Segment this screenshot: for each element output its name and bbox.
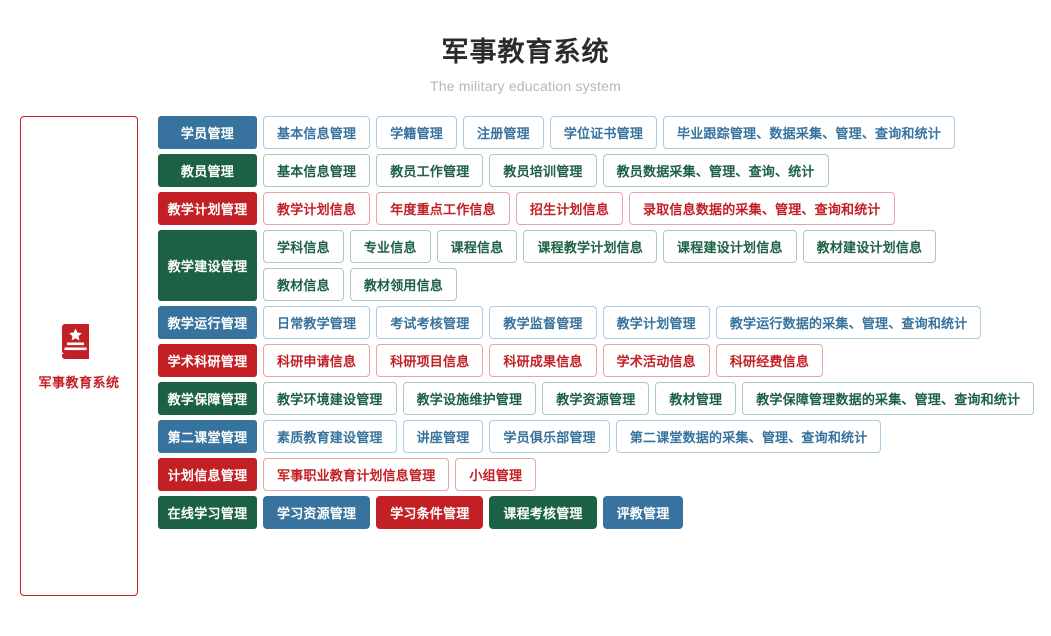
- item-line: 军事职业教育计划信息管理小组管理: [263, 458, 1037, 492]
- item-line: 学习资源管理学习条件管理课程考核管理评教管理: [263, 496, 1037, 530]
- item-button[interactable]: 教材信息: [263, 268, 344, 302]
- page-content: 军事教育系统 学员管理基本信息管理学籍管理注册管理学位证书管理毕业跟踪管理、数据…: [0, 94, 1051, 597]
- page-header: 军事教育系统 The military education system: [0, 0, 1051, 94]
- system-card-label: 军事教育系统: [38, 375, 120, 391]
- item-button[interactable]: 评教管理: [602, 496, 684, 530]
- item-line: 基本信息管理学籍管理注册管理学位证书管理毕业跟踪管理、数据采集、管理、查询和统计: [263, 116, 1037, 150]
- category-button[interactable]: 教学运行管理: [158, 306, 257, 340]
- item-button[interactable]: 教学资源管理: [542, 382, 650, 416]
- module-row: 第二课堂管理素质教育建设管理讲座管理学员俱乐部管理第二课堂数据的采集、管理、查询…: [158, 420, 1037, 454]
- item-button[interactable]: 教材领用信息: [349, 268, 458, 302]
- item-button[interactable]: 专业信息: [349, 230, 431, 264]
- item-button[interactable]: 小组管理: [455, 458, 537, 492]
- item-button[interactable]: 教材管理: [655, 382, 737, 416]
- item-button[interactable]: 录取信息数据的采集、管理、查询和统计: [629, 192, 895, 226]
- page-subtitle: The military education system: [430, 78, 621, 95]
- category-button[interactable]: 学术科研管理: [158, 344, 257, 378]
- item-group: 学习资源管理学习条件管理课程考核管理评教管理: [263, 496, 1037, 530]
- item-button[interactable]: 教学运行数据的采集、管理、查询和统计: [715, 306, 982, 340]
- module-row: 学术科研管理科研申请信息科研项目信息科研成果信息学术活动信息科研经费信息: [158, 344, 1037, 378]
- item-button[interactable]: 科研经费信息: [715, 344, 824, 378]
- item-button[interactable]: 课程教学计划信息: [523, 230, 658, 264]
- sidebar: 军事教育系统: [0, 116, 158, 597]
- item-group: 基本信息管理学籍管理注册管理学位证书管理毕业跟踪管理、数据采集、管理、查询和统计: [263, 116, 1037, 150]
- category-button[interactable]: 教员管理: [158, 154, 257, 188]
- item-button[interactable]: 日常教学管理: [263, 306, 371, 340]
- item-button[interactable]: 素质教育建设管理: [263, 420, 397, 454]
- item-button[interactable]: 学习资源管理: [263, 496, 371, 530]
- item-line: 教材信息教材领用信息: [263, 268, 1037, 302]
- item-line: 教学环境建设管理教学设施维护管理教学资源管理教材管理教学保障管理数据的采集、管理…: [263, 382, 1037, 416]
- category-button[interactable]: 教学保障管理: [158, 382, 257, 416]
- item-group: 军事职业教育计划信息管理小组管理: [263, 458, 1037, 492]
- item-button[interactable]: 第二课堂数据的采集、管理、查询和统计: [615, 420, 882, 454]
- module-row: 教学运行管理日常教学管理考试考核管理教学监督管理教学计划管理教学运行数据的采集、…: [158, 306, 1037, 340]
- item-button[interactable]: 科研项目信息: [376, 344, 484, 378]
- item-button[interactable]: 课程信息: [436, 230, 518, 264]
- item-button[interactable]: 教材建设计划信息: [802, 230, 937, 264]
- item-button[interactable]: 学员俱乐部管理: [489, 420, 610, 454]
- module-row: 教员管理基本信息管理教员工作管理教员培训管理教员数据采集、管理、查询、统计: [158, 154, 1037, 188]
- item-button[interactable]: 教员数据采集、管理、查询、统计: [602, 154, 829, 188]
- module-row: 教学建设管理学科信息专业信息课程信息课程教学计划信息课程建设计划信息教材建设计划…: [158, 230, 1037, 302]
- item-button[interactable]: 教学设施维护管理: [402, 382, 537, 416]
- item-button[interactable]: 教学保障管理数据的采集、管理、查询和统计: [742, 382, 1035, 416]
- module-row: 在线学习管理学习资源管理学习条件管理课程考核管理评教管理: [158, 496, 1037, 530]
- item-button[interactable]: 学习条件管理: [376, 496, 484, 530]
- item-line: 学科信息专业信息课程信息课程教学计划信息课程建设计划信息教材建设计划信息: [263, 230, 1037, 264]
- module-row: 教学保障管理教学环境建设管理教学设施维护管理教学资源管理教材管理教学保障管理数据…: [158, 382, 1037, 416]
- item-button[interactable]: 学术活动信息: [602, 344, 710, 378]
- item-button[interactable]: 基本信息管理: [263, 116, 371, 150]
- item-button[interactable]: 教员培训管理: [489, 154, 597, 188]
- item-line: 基本信息管理教员工作管理教员培训管理教员数据采集、管理、查询、统计: [263, 154, 1037, 188]
- item-group: 学科信息专业信息课程信息课程教学计划信息课程建设计划信息教材建设计划信息教材信息…: [263, 230, 1037, 302]
- item-group: 教学计划信息年度重点工作信息招生计划信息录取信息数据的采集、管理、查询和统计: [263, 192, 1037, 226]
- item-button[interactable]: 招生计划信息: [515, 192, 624, 226]
- category-button[interactable]: 教学计划管理: [158, 192, 257, 226]
- category-button[interactable]: 在线学习管理: [158, 496, 257, 530]
- item-button[interactable]: 年度重点工作信息: [376, 192, 510, 226]
- item-button[interactable]: 教学计划信息: [263, 192, 371, 226]
- item-button[interactable]: 教学计划管理: [602, 306, 710, 340]
- item-group: 科研申请信息科研项目信息科研成果信息学术活动信息科研经费信息: [263, 344, 1037, 378]
- module-row: 教学计划管理教学计划信息年度重点工作信息招生计划信息录取信息数据的采集、管理、查…: [158, 192, 1037, 226]
- item-button[interactable]: 教学环境建设管理: [263, 382, 397, 416]
- module-row: 计划信息管理军事职业教育计划信息管理小组管理: [158, 458, 1037, 492]
- item-button[interactable]: 军事职业教育计划信息管理: [263, 458, 450, 492]
- item-group: 日常教学管理考试考核管理教学监督管理教学计划管理教学运行数据的采集、管理、查询和…: [263, 306, 1037, 340]
- item-button[interactable]: 学籍管理: [376, 116, 458, 150]
- item-button[interactable]: 毕业跟踪管理、数据采集、管理、查询和统计: [663, 116, 956, 150]
- item-button[interactable]: 科研成果信息: [489, 344, 597, 378]
- item-button[interactable]: 考试考核管理: [376, 306, 484, 340]
- item-button[interactable]: 教学监督管理: [489, 306, 597, 340]
- category-button[interactable]: 计划信息管理: [158, 458, 257, 492]
- item-line: 日常教学管理考试考核管理教学监督管理教学计划管理教学运行数据的采集、管理、查询和…: [263, 306, 1037, 340]
- item-button[interactable]: 课程考核管理: [489, 496, 597, 530]
- item-line: 教学计划信息年度重点工作信息招生计划信息录取信息数据的采集、管理、查询和统计: [263, 192, 1037, 226]
- item-group: 教学环境建设管理教学设施维护管理教学资源管理教材管理教学保障管理数据的采集、管理…: [263, 382, 1037, 416]
- item-button[interactable]: 讲座管理: [402, 420, 484, 454]
- item-button[interactable]: 基本信息管理: [263, 154, 371, 188]
- item-line: 素质教育建设管理讲座管理学员俱乐部管理第二课堂数据的采集、管理、查询和统计: [263, 420, 1037, 454]
- book-star-icon: [58, 321, 100, 363]
- module-row: 学员管理基本信息管理学籍管理注册管理学位证书管理毕业跟踪管理、数据采集、管理、查…: [158, 116, 1037, 150]
- category-button[interactable]: 第二课堂管理: [158, 420, 257, 454]
- module-rows: 学员管理基本信息管理学籍管理注册管理学位证书管理毕业跟踪管理、数据采集、管理、查…: [158, 116, 1051, 530]
- item-group: 素质教育建设管理讲座管理学员俱乐部管理第二课堂数据的采集、管理、查询和统计: [263, 420, 1037, 454]
- category-button[interactable]: 学员管理: [158, 116, 257, 150]
- item-line: 科研申请信息科研项目信息科研成果信息学术活动信息科研经费信息: [263, 344, 1037, 378]
- item-group: 基本信息管理教员工作管理教员培训管理教员数据采集、管理、查询、统计: [263, 154, 1037, 188]
- item-button[interactable]: 学位证书管理: [549, 116, 658, 150]
- item-button[interactable]: 课程建设计划信息: [663, 230, 797, 264]
- page-title: 军事教育系统: [441, 37, 610, 67]
- item-button[interactable]: 科研申请信息: [263, 344, 371, 378]
- item-button[interactable]: 学科信息: [263, 230, 344, 264]
- category-button[interactable]: 教学建设管理: [158, 230, 257, 302]
- system-card[interactable]: 军事教育系统: [20, 116, 138, 597]
- item-button[interactable]: 注册管理: [463, 116, 544, 150]
- item-button[interactable]: 教员工作管理: [376, 154, 484, 188]
